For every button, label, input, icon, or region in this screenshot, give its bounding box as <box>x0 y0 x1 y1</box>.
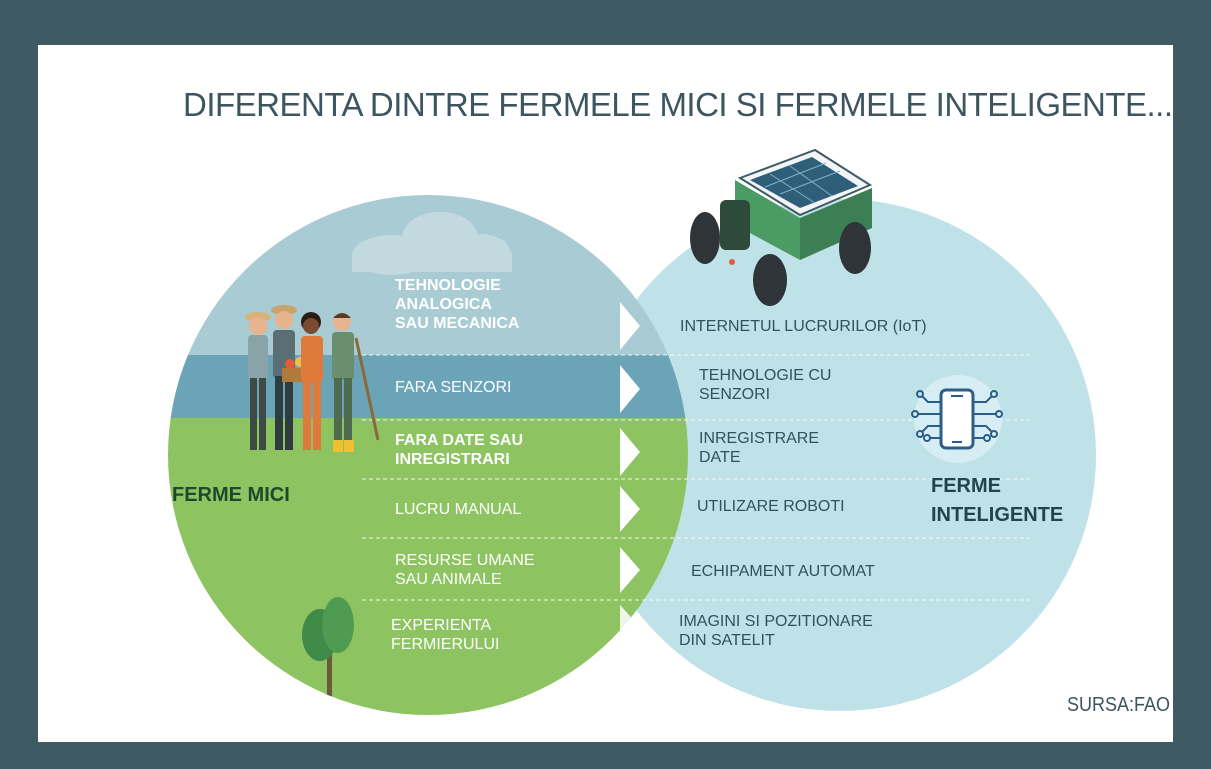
left-row-4-line-1: LUCRU MANUAL <box>395 501 522 518</box>
left-row-6: EXPERIENTA FERMIERULUI <box>391 616 499 654</box>
right-row-1-line-1: INTERNETUL LUCRURILOR (IoT) <box>680 318 927 335</box>
smart-farms-label-line-1: FERME <box>931 475 1001 497</box>
arrow-icon <box>620 302 640 350</box>
source-label: SURSA:FAO <box>1067 694 1171 716</box>
farmers-illustration <box>245 305 380 452</box>
right-row-3-line-2: DATE <box>699 449 741 466</box>
arrow-icon <box>620 365 640 413</box>
smart-farms-label: FERME INTELIGENTE <box>931 472 1063 530</box>
cloud-icon <box>352 212 512 275</box>
right-row-2: TEHNOLOGIE CU SENZORI <box>699 366 831 404</box>
right-row-3-line-1: INREGISTRARE <box>699 430 820 447</box>
left-row-2: FARA SENZORI <box>395 378 511 397</box>
right-row-2-line-1: TEHNOLOGIE CU <box>699 367 832 384</box>
left-row-3-line-1: FARA DATE SAU <box>395 432 523 449</box>
arrow-icon <box>620 605 640 649</box>
left-row-1-line-3: SAU MECANICA <box>395 315 520 332</box>
left-row-3-line-2: INREGISTRARI <box>395 451 510 468</box>
right-row-4-line-1: UTILIZARE ROBOTI <box>697 498 845 515</box>
right-row-6-line-1: IMAGINI SI POZITIONARE <box>679 613 873 630</box>
arrow-icon <box>620 428 640 476</box>
right-row-5-line-1: ECHIPAMENT AUTOMAT <box>691 563 875 580</box>
left-row-1-line-2: ANALOGICA <box>395 296 492 313</box>
arrow-icon <box>620 486 640 532</box>
left-row-5: RESURSE UMANE SAU ANIMALE <box>395 551 535 589</box>
smart-farms-label-line-2: INTELIGENTE <box>931 504 1064 526</box>
left-row-2-line-1: FARA SENZORI <box>395 379 512 396</box>
right-row-4: UTILIZARE ROBOTI <box>697 497 845 516</box>
left-row-6-line-1: EXPERIENTA <box>391 617 492 634</box>
right-row-5: ECHIPAMENT AUTOMAT <box>691 562 875 581</box>
smart-farms-circle <box>584 199 1096 711</box>
left-row-4: LUCRU MANUAL <box>395 500 521 519</box>
right-row-6-line-2: DIN SATELIT <box>679 632 775 649</box>
left-row-5-line-1: RESURSE UMANE <box>395 552 535 569</box>
row-arrows <box>620 302 640 649</box>
solar-robot-icon <box>690 148 873 306</box>
small-farms-label: FERME MICI <box>172 484 290 506</box>
right-row-2-line-2: SENZORI <box>699 386 771 403</box>
page-title: DIFERENTA DINTRE FERMELE MICI SI FERMELE… <box>183 86 1173 123</box>
left-row-1: TEHNOLOGIE ANALOGICA SAU MECANICA <box>395 276 519 333</box>
right-row-3: INREGISTRARE DATE <box>699 429 819 467</box>
left-row-5-line-2: SAU ANIMALE <box>395 571 502 588</box>
right-row-6: IMAGINI SI POZITIONARE DIN SATELIT <box>679 612 873 650</box>
arrow-icon <box>620 547 640 593</box>
left-row-6-line-2: FERMIERULUI <box>391 636 500 653</box>
right-row-1: INTERNETUL LUCRURILOR (IoT) <box>680 317 927 336</box>
tree-icon <box>302 597 354 700</box>
smartphone-circuit-icon <box>911 375 1003 463</box>
left-row-3: FARA DATE SAU INREGISTRARI <box>395 431 523 469</box>
left-row-1-line-1: TEHNOLOGIE <box>395 277 501 294</box>
